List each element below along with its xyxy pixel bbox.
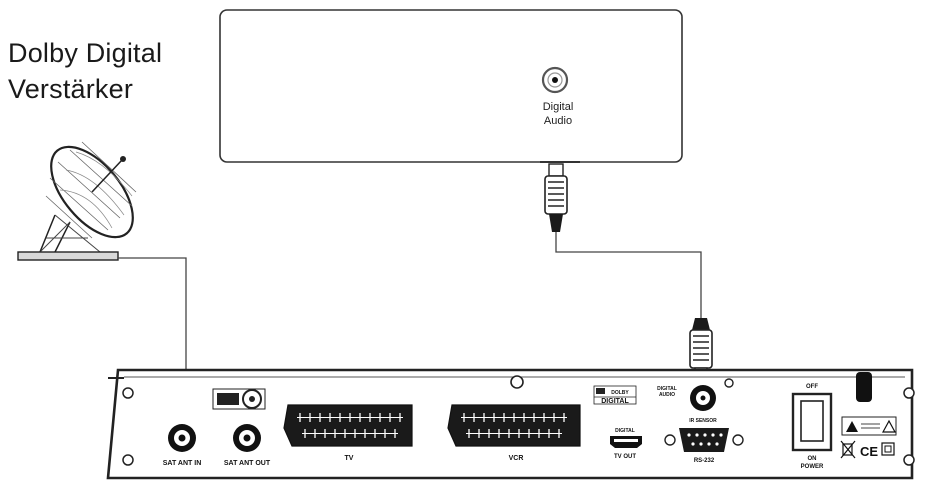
class2-symbol-icon [881,442,895,456]
label-rs232: RS-232 [694,458,715,464]
caption-dolby-digital: Dolby Digital [8,38,163,68]
dolby-logo-digital: DIGITAL [601,398,629,405]
ce-mark: CE [860,444,878,459]
amplifier-box [219,9,683,163]
label-sat-ant-in: SAT ANT IN [163,460,202,467]
diseqc-logo-icon [212,388,266,410]
label-tv: TV [345,455,354,462]
scart-vcr-port [447,404,581,447]
digital-audio-jack-amplifier [541,66,569,94]
satellite-dish-icon [17,141,137,261]
label-hdmi-digital: DIGITAL [615,428,635,434]
scart-tv-port [283,404,413,447]
optical-plug-lower [689,318,713,379]
warning-label-icon [841,416,897,436]
satellite-cable [118,257,187,378]
label-on: ON [808,456,817,462]
dolby-digital-logo-icon [593,385,637,405]
label-sat-ant-out: SAT ANT OUT [224,460,271,467]
label-off: OFF [806,384,818,390]
optical-out-port [690,385,716,411]
recycle-bin-icon [840,440,856,459]
sat-ant-out-port [233,424,261,452]
caption-amplifier: Verstärker [8,74,134,104]
rs232-port [664,428,744,452]
optical-plug-upper [544,163,568,232]
label-ir-sensor: IR SENSOR [689,418,717,424]
label-vcr: VCR [509,455,524,462]
mains-cable-icon [856,372,872,402]
hdmi-port [610,436,642,448]
label-power: POWER [801,464,824,470]
label-digital: DIGITAL [657,386,677,392]
sat-ant-in-port [168,424,196,452]
label-tv-out: TV OUT [614,454,636,460]
power-switch [791,392,833,452]
label-audio: AUDIO [659,392,675,398]
dolby-logo-text: DOLBY [611,390,629,396]
jack-label-audio: Audio [544,115,572,127]
jack-label-digital: Digital [543,101,574,113]
optical-cable [555,232,702,318]
